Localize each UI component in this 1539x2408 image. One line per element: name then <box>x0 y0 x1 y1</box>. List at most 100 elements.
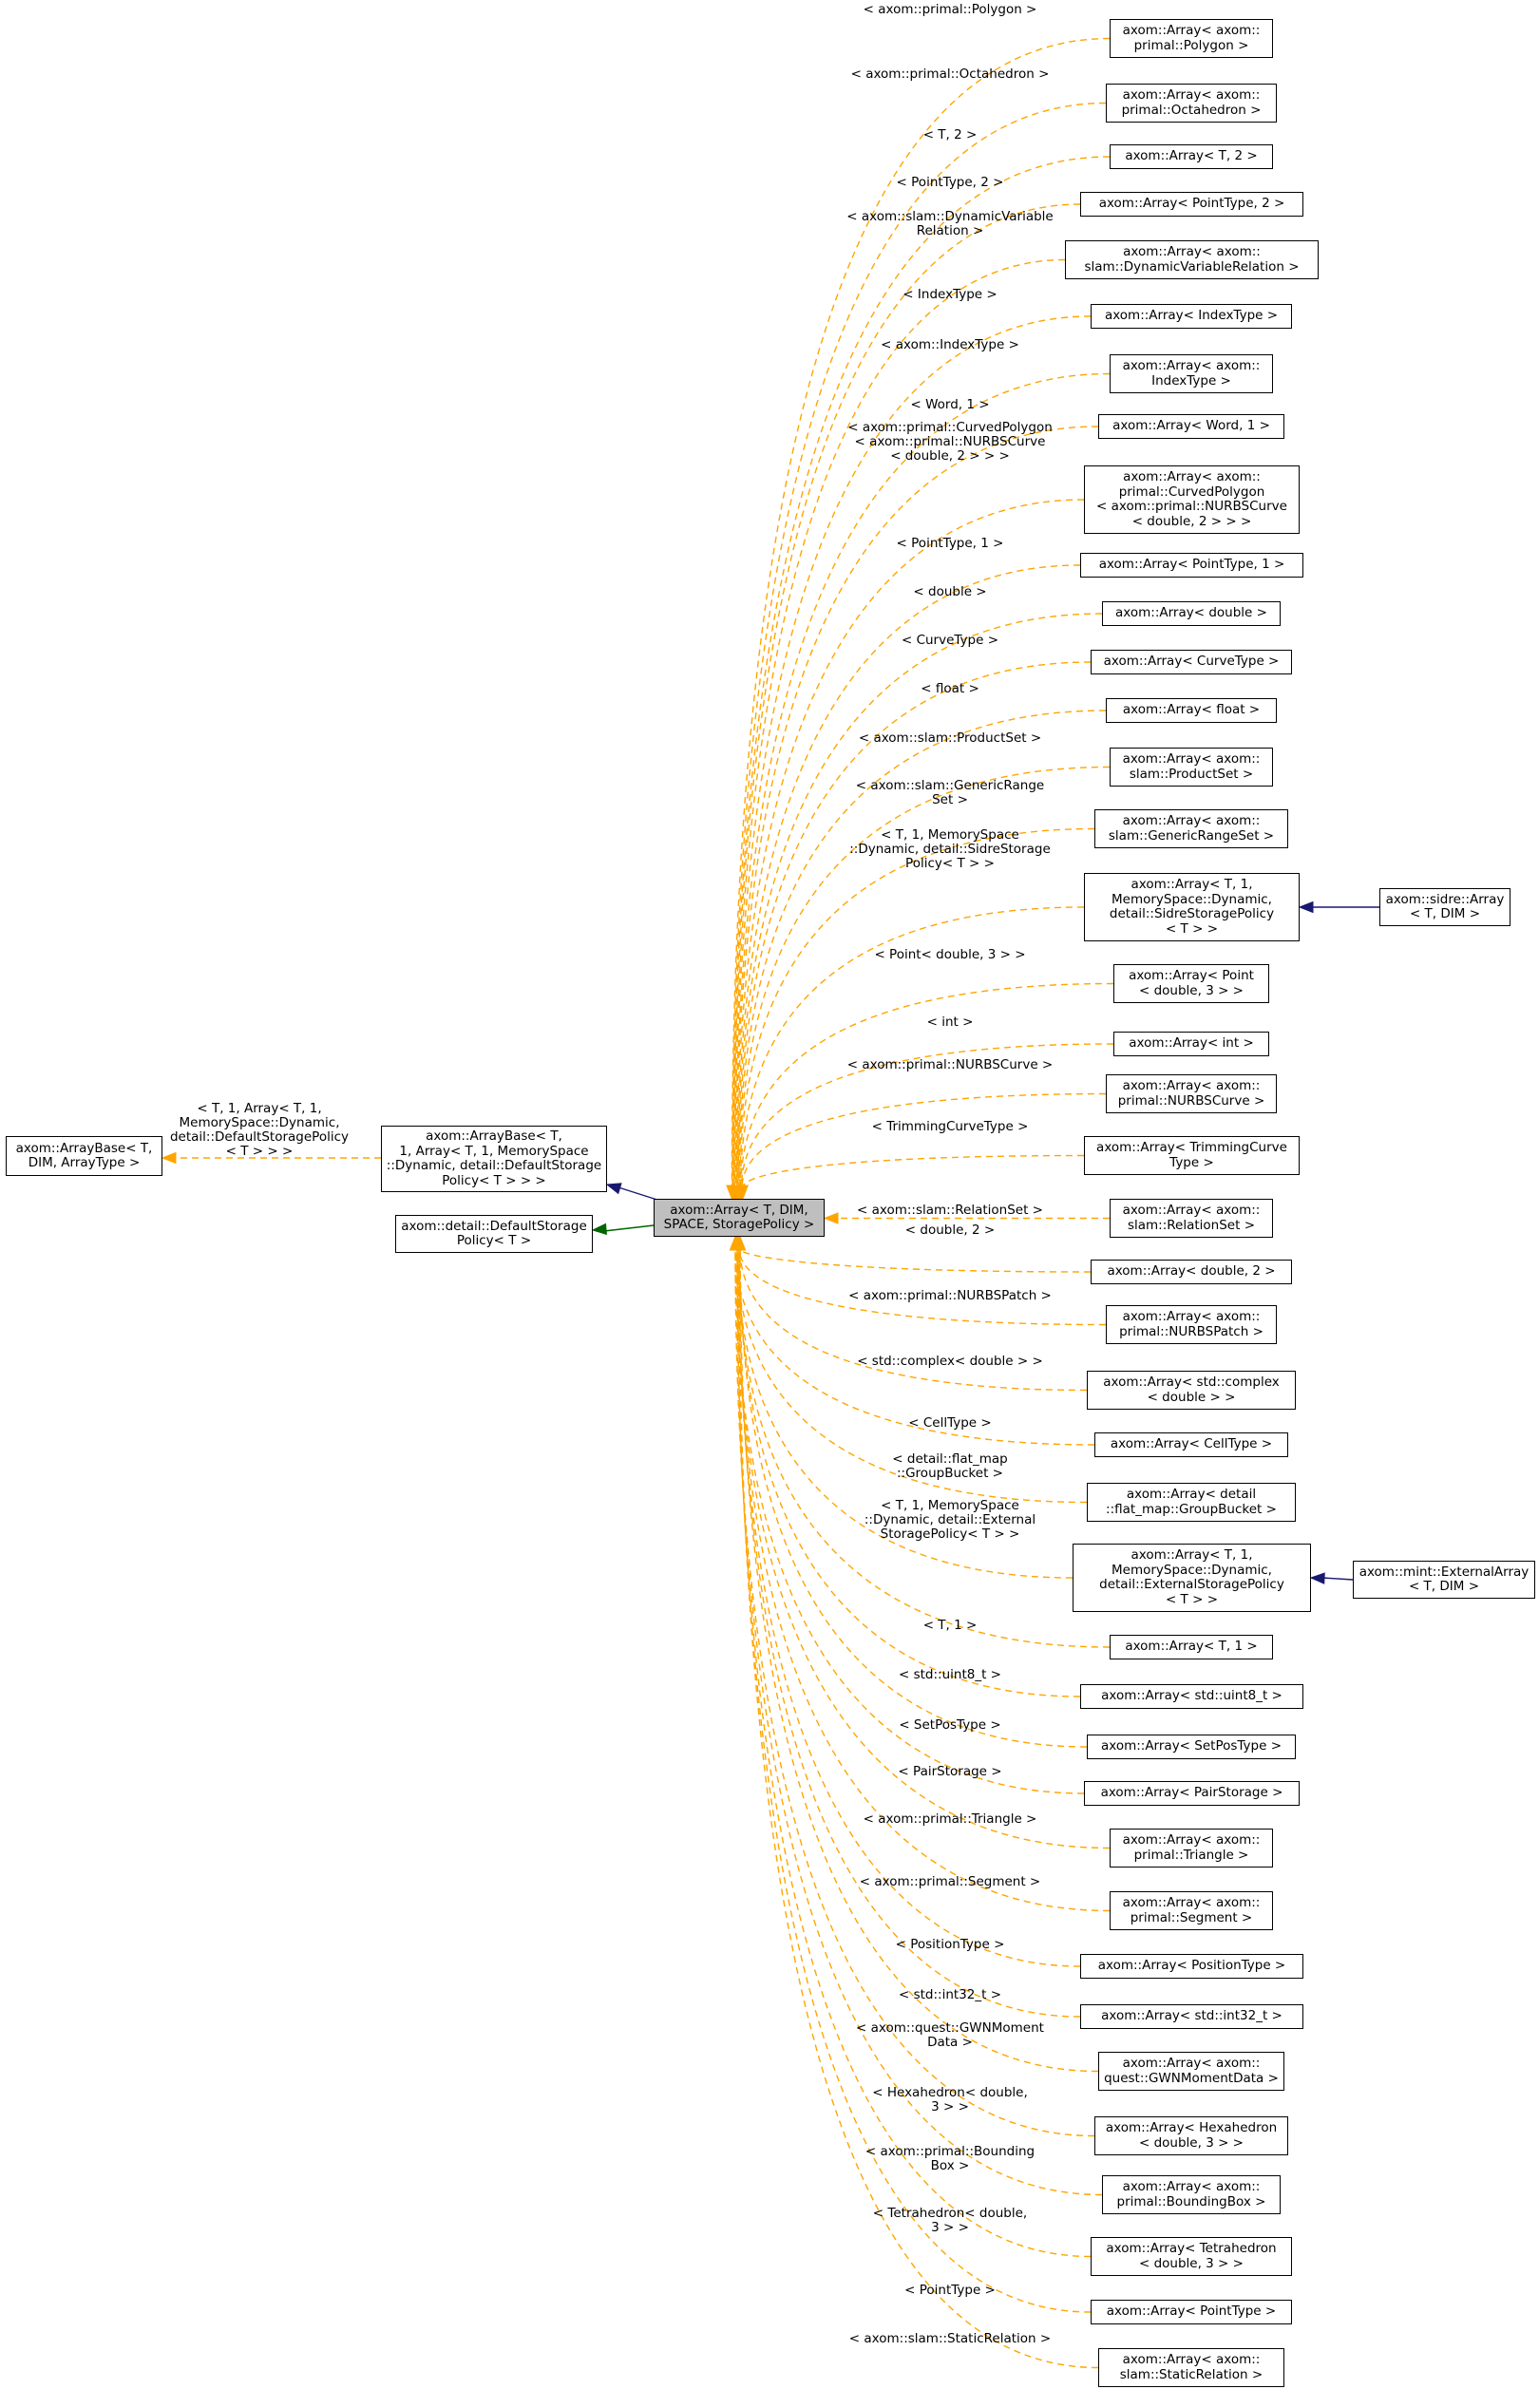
instantiation-node[interactable]: axom::Array< SetPosType > <box>1087 1735 1296 1759</box>
node-label-line: < double, 3 > > <box>1138 2255 1244 2271</box>
instantiation-node[interactable]: axom::Array< std::complex< double > > <box>1087 1371 1296 1410</box>
node-label-line: axom::Array< T, 2 > <box>1125 148 1258 164</box>
template-edge <box>738 766 1111 1188</box>
node-label-line: axom::Array< T, DIM, <box>670 1202 808 1218</box>
node-label-line: axom::Array< axom:: <box>1123 244 1261 259</box>
instantiation-node[interactable]: axom::Array< PositionType > <box>1080 1954 1303 1979</box>
instantiation-node[interactable]: axom::Array< PointType, 2 > <box>1080 192 1303 217</box>
node-label-line: axom::Array< axom:: <box>1122 358 1261 373</box>
instantiation-node[interactable]: axom::Array< axom::primal::Triangle > <box>1110 1829 1273 1868</box>
node-label-line: axom::Array< PointType > <box>1106 2304 1277 2320</box>
inheritance-edge-derived <box>1321 1577 1354 1581</box>
edge-label-line: < PairStorage > <box>898 1764 1002 1779</box>
instantiation-node[interactable]: axom::Array< axom::slam::DynamicVariable… <box>1065 240 1319 279</box>
instantiation-node[interactable]: axom::Array< axom::primal::NURBSCurve > <box>1106 1074 1277 1113</box>
template-edge <box>732 203 1081 1188</box>
arrowhead <box>605 1183 622 1195</box>
node-label-line: detail::SidreStoragePolicy <box>1109 906 1275 921</box>
node-label-line: axom::Array< double > <box>1115 605 1267 621</box>
instantiation-node[interactable]: axom::Array< axom::primal::CurvedPolygon… <box>1084 465 1300 534</box>
edge-label: < CurveType > <box>902 634 998 648</box>
instantiation-node[interactable]: axom::Array< Word, 1 > <box>1098 414 1284 439</box>
derived-class-node-mint_external[interactable]: axom::mint::ExternalArray< T, DIM > <box>1353 1561 1535 1599</box>
edge-label: < axom::primal::CurvedPolygon< axom::pri… <box>847 421 1053 464</box>
edge-label: < Hexahedron< double,3 > > <box>872 2086 1028 2114</box>
edge-label-line: < PositionType > <box>895 1937 1005 1952</box>
edge-label: < axom::slam::ProductSet > <box>859 731 1041 746</box>
node-label-line: axom::Array< double, 2 > <box>1107 1263 1276 1280</box>
instantiation-node[interactable]: axom::Array< PointType, 1 > <box>1080 553 1303 578</box>
instantiation-node[interactable]: axom::Array< float > <box>1106 698 1277 723</box>
edge-label-line: < axom::slam::RelationSet > <box>857 1202 1043 1218</box>
instantiation-node[interactable]: axom::Array< PairStorage > <box>1084 1781 1300 1806</box>
instantiation-node[interactable]: axom::Array< PointType > <box>1091 2300 1292 2324</box>
edge-label: < PointType > <box>904 2284 996 2298</box>
edge-label-line: 3 > > <box>931 2099 969 2114</box>
instantiation-node[interactable]: axom::Array< axom::primal::BoundingBox > <box>1102 2175 1281 2214</box>
edge-label-line: MemorySpace::Dynamic, <box>179 1115 340 1130</box>
inheritance-edge-defaultstorage <box>603 1224 655 1232</box>
node-label-line: SPACE, StoragePolicy > <box>663 1217 815 1232</box>
node-label-line: Type > <box>1169 1154 1214 1170</box>
template-edge <box>733 315 1092 1188</box>
instantiation-node[interactable]: axom::Array< T, 1 > <box>1110 1635 1273 1659</box>
instantiation-node[interactable]: axom::Array< axom::primal::Segment > <box>1110 1891 1273 1930</box>
instantiation-node[interactable]: axom::Array< axom::slam::StaticRelation … <box>1098 2348 1284 2387</box>
instantiation-node[interactable]: axom::Array< Point< double, 3 > > <box>1113 964 1269 1003</box>
node-label-line: axom::Array< IndexType > <box>1104 308 1279 324</box>
instantiation-node[interactable]: axom::Array< std::uint8_t > <box>1080 1684 1303 1709</box>
node-label-line: axom::Array< axom:: <box>1122 87 1261 103</box>
template-edge <box>736 564 1081 1188</box>
derived-class-node-sidre_array[interactable]: axom::sidre::Array< T, DIM > <box>1379 888 1510 926</box>
instantiation-node[interactable]: axom::Array< T, 1,MemorySpace::Dynamic,d… <box>1084 873 1300 941</box>
node-label-line: ::flat_map::GroupBucket > <box>1106 1501 1277 1517</box>
edge-label-line: < axom::primal::Bounding <box>864 2144 1036 2159</box>
node-label-line: axom::Array< axom:: <box>1122 1078 1261 1093</box>
arrowhead <box>1298 901 1314 914</box>
node-label-line: axom::Array< T, 1 > <box>1125 1639 1258 1655</box>
root-class-node[interactable]: axom::Array< T, DIM,SPACE, StoragePolicy… <box>654 1199 825 1237</box>
edge-label: < T, 2 > <box>923 128 978 142</box>
instantiation-node[interactable]: axom::Array< axom::slam::ProductSet > <box>1110 748 1273 787</box>
instantiation-node[interactable]: axom::Array< Hexahedron< double, 3 > > <box>1094 2116 1288 2155</box>
base-class-node-arraybase_inst[interactable]: axom::ArrayBase< T, 1, Array< T, 1, Memo… <box>381 1126 607 1192</box>
instantiation-node[interactable]: axom::Array< CellType > <box>1094 1432 1288 1457</box>
instantiation-node[interactable]: axom::Array< T, 2 > <box>1110 144 1273 169</box>
node-label-line: axom::Array< axom:: <box>1122 1895 1261 1910</box>
instantiation-node[interactable]: axom::Array< axom::primal::Octahedron > <box>1106 84 1277 123</box>
edge-label-line: < std::uint8_t > <box>899 1667 1001 1682</box>
edge-label-line: < Tetrahedron< double, <box>872 2206 1028 2221</box>
edge-label-line: < TrimmingCurveType > <box>871 1119 1029 1134</box>
node-label-line: quest::GWNMomentData > <box>1104 2070 1279 2086</box>
instantiation-node[interactable]: axom::Array< axom::quest::GWNMomentData … <box>1098 2052 1284 2091</box>
edge-label-line: < Word, 1 > <box>910 397 990 412</box>
instantiation-node[interactable]: axom::Array< int > <box>1113 1032 1269 1056</box>
edge-label-line: < axom::primal::NURBSPatch > <box>848 1288 1052 1303</box>
instantiation-node[interactable]: axom::Array< axom::slam::GenericRangeSet… <box>1094 809 1288 848</box>
base-class-node-arraybase[interactable]: axom::ArrayBase< T,DIM, ArrayType > <box>6 1136 162 1176</box>
template-edge <box>737 1247 1092 2313</box>
instantiation-node[interactable]: axom::Array< T, 1,MemorySpace::Dynamic,d… <box>1073 1544 1311 1612</box>
node-label-line: primal::BoundingBox > <box>1116 2193 1266 2209</box>
instantiation-node[interactable]: axom::Array< axom::slam::RelationSet > <box>1110 1199 1273 1238</box>
instantiation-node[interactable]: axom::Array< double, 2 > <box>1091 1260 1292 1284</box>
instantiation-node[interactable]: axom::Array< std::int32_t > <box>1080 2004 1303 2029</box>
instantiation-node[interactable]: axom::Array< axom::IndexType > <box>1110 354 1273 393</box>
edge-label-line: < SetPosType > <box>899 1717 1001 1733</box>
instantiation-node[interactable]: axom::Array< axom::primal::Polygon > <box>1110 19 1273 58</box>
instantiation-node[interactable]: axom::Array< IndexType > <box>1091 304 1292 329</box>
instantiation-node[interactable]: axom::Array< axom::primal::NURBSPatch > <box>1106 1305 1277 1344</box>
instantiation-node[interactable]: axom::Array< double > <box>1102 601 1281 626</box>
edge-label-line: < double, 2 > <box>904 1222 996 1238</box>
edge-label-line: ::Dynamic, detail::External <box>864 1512 1036 1527</box>
instantiation-node[interactable]: axom::Array< Tetrahedron< double, 3 > > <box>1091 2237 1292 2276</box>
instantiation-node[interactable]: axom::Array< CurveType > <box>1091 650 1292 674</box>
edge-label-line: < std::int32_t > <box>898 1987 1002 2002</box>
instantiation-node[interactable]: axom::Array< detail::flat_map::GroupBuck… <box>1087 1483 1296 1522</box>
template-edge <box>735 1247 1088 1504</box>
edge-label-line: < T, 1, MemorySpace <box>881 827 1019 843</box>
